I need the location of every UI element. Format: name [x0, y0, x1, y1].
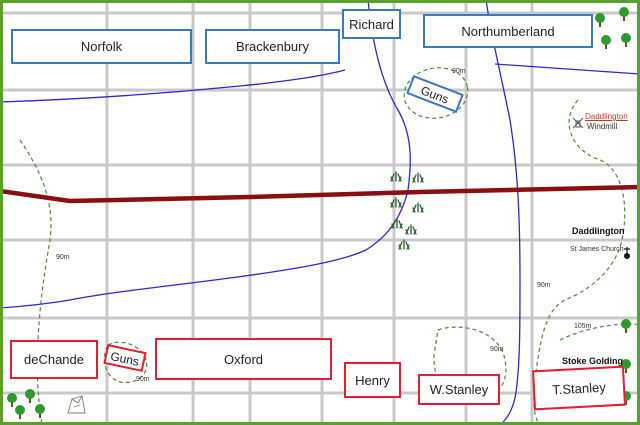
guns-south-label: Guns — [109, 349, 140, 369]
brackenbury-label: Brackenbury — [236, 39, 309, 54]
contour-label-90-east: 90m — [537, 282, 551, 289]
contour-label-90-centre: 90m — [490, 346, 504, 353]
guns-north-unit[interactable]: Guns — [406, 74, 464, 114]
tstanley-label: T.Stanley — [551, 379, 607, 397]
contour-label-90-guns: 90m — [136, 376, 150, 383]
ruin-icon — [67, 394, 86, 414]
tree-icon — [7, 7, 631, 419]
river-northeast — [494, 63, 640, 75]
main-road — [0, 184, 640, 204]
contour-label-105: 105m — [574, 323, 592, 330]
river-main — [0, 0, 411, 309]
oxford-unit[interactable]: Oxford — [155, 338, 332, 380]
wstanley-label: W.Stanley — [429, 382, 489, 397]
norfolk-unit[interactable]: Norfolk — [11, 29, 192, 64]
windmill-icon — [572, 117, 584, 129]
church-icon — [624, 247, 630, 259]
richard-label: Richard — [349, 16, 394, 32]
northumberland-label: Northumberland — [461, 23, 555, 39]
richard-unit[interactable]: Richard — [342, 9, 401, 39]
wstanley-unit[interactable]: W.Stanley — [418, 374, 500, 405]
river-north — [0, 69, 346, 103]
northumberland-unit[interactable]: Northumberland — [423, 14, 593, 48]
dechande-unit[interactable]: deChande — [10, 340, 98, 379]
henry-unit[interactable]: Henry — [344, 362, 401, 398]
dechande-label: deChande — [24, 352, 84, 367]
henry-label: Henry — [355, 372, 390, 388]
stoke-golding-label: Stoke Golding — [562, 356, 624, 366]
norfolk-label: Norfolk — [80, 39, 123, 54]
daddlington-label: Daddlington — [572, 226, 625, 236]
tstanley-unit[interactable]: T.Stanley — [532, 365, 626, 411]
windmill-label-line1: Daddlington — [585, 112, 628, 121]
oxford-label: Oxford — [223, 351, 263, 367]
contour-label-90-north: 90m — [452, 68, 466, 75]
windmill-label-line2: Windmill — [587, 122, 618, 131]
church-label: St James Church — [570, 246, 624, 253]
contour-label-90-west: 90m — [56, 254, 70, 261]
guns-south-unit[interactable]: Guns — [103, 344, 147, 372]
marsh-icon — [390, 171, 424, 250]
river-east — [485, 0, 521, 425]
brackenbury-unit[interactable]: Brackenbury — [205, 29, 340, 64]
